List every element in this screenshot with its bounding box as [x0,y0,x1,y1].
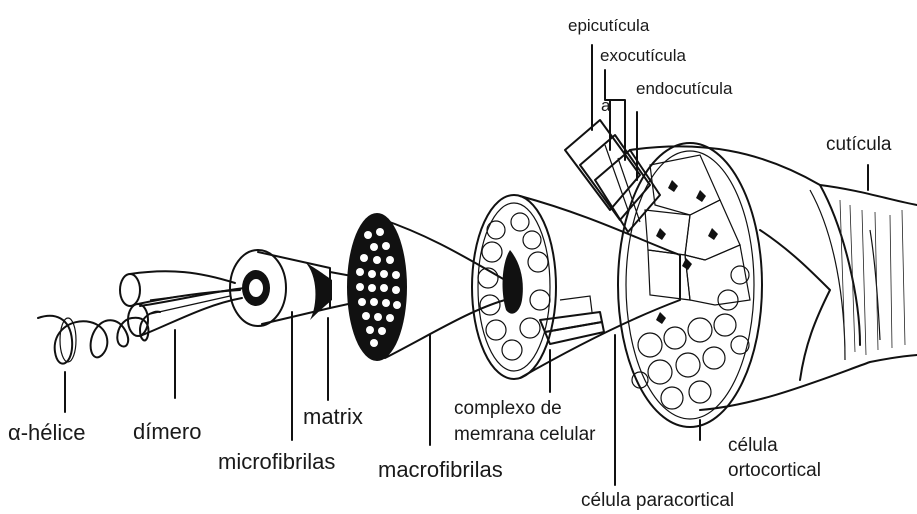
label-exocuticle: exocutícula [600,47,686,65]
label-dimer: dímero [133,420,201,443]
label-paracortical-cell: célula paracortical [581,491,734,511]
dimer-strands [120,271,245,336]
label-alpha-helix: α-hélice [8,421,86,444]
label-matrix: matrix [303,405,363,428]
macrofibril-unit [347,213,505,361]
cortical-cell-unit [472,195,680,379]
label-cuticle: cutícula [826,135,891,155]
label-epicuticle: epicutícula [568,17,649,35]
label-macrofibrils: macrofibrilas [378,458,503,481]
label-cell-membrane-complex-2: memrana celular [454,425,596,445]
label-cell-membrane-complex-1: complexo de [454,399,562,419]
label-a-marker: a [601,97,610,115]
label-microfibrils: microfibrilas [218,450,335,473]
alpha-helix-coil [38,312,160,364]
label-orthocortical-cell-1: célula [728,436,778,456]
label-endocuticle: endocutícula [636,80,732,98]
cortex-section [565,120,917,427]
label-orthocortical-cell-2: ortocortical [728,461,821,481]
